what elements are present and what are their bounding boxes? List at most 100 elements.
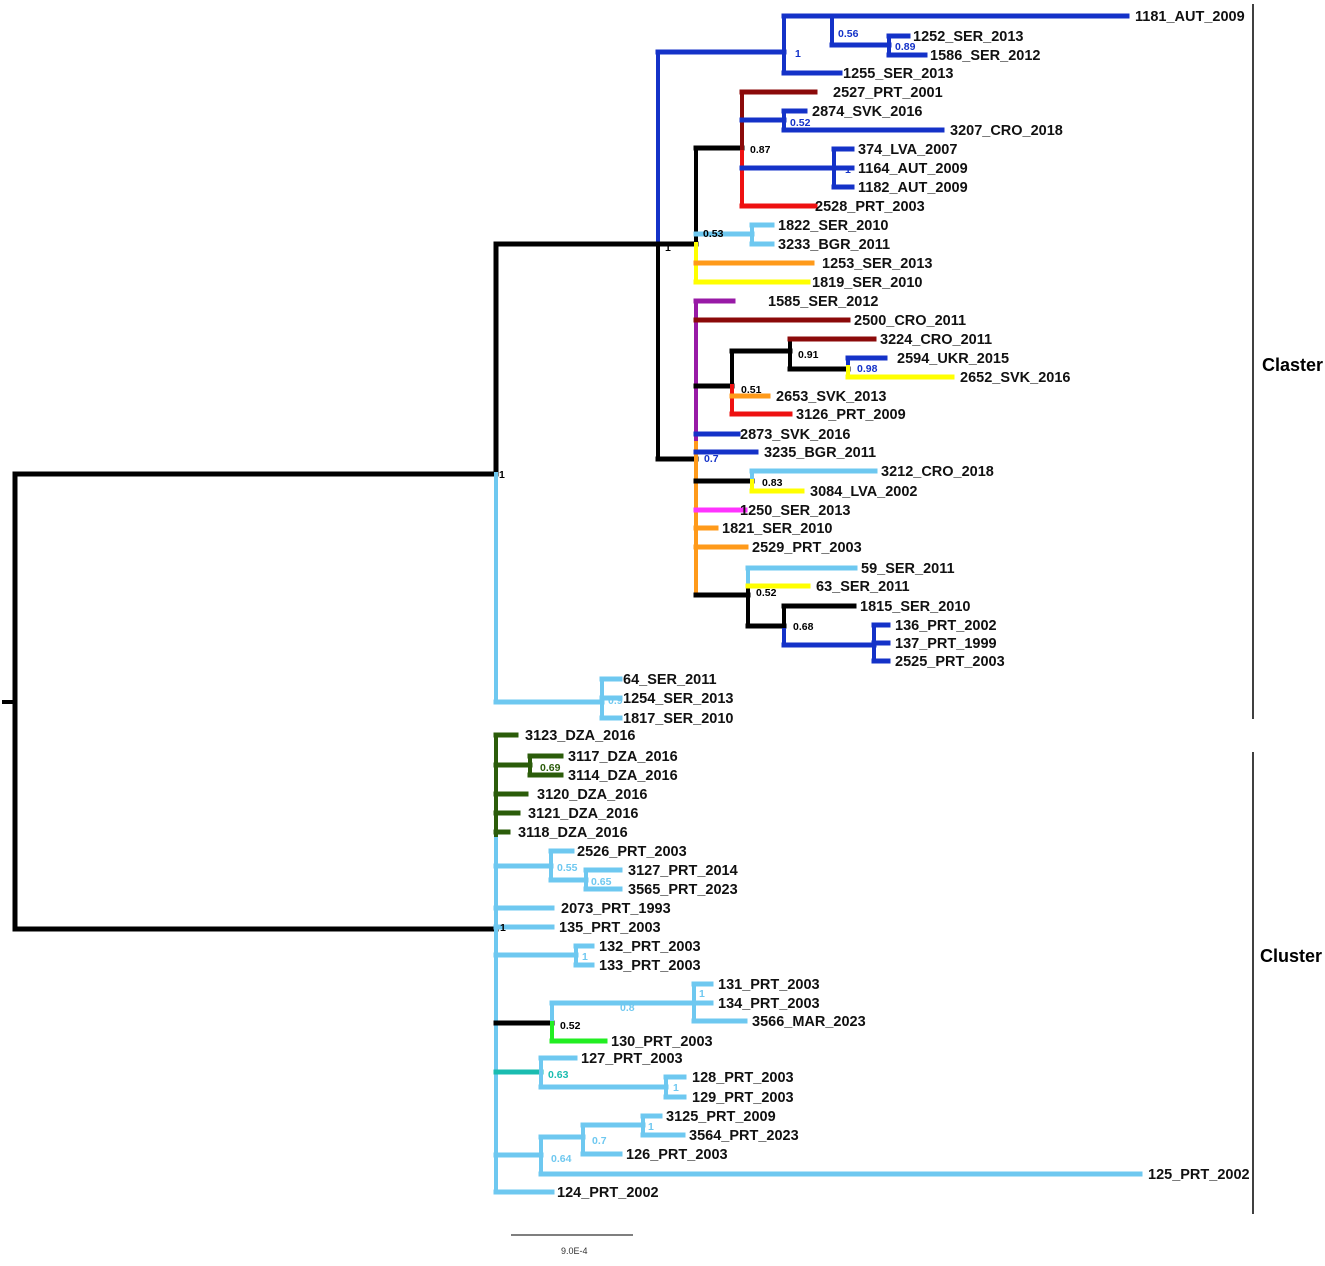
tip-label: 1164_AUT_2009: [858, 161, 968, 177]
tip-label: 2873_SVK_2016: [740, 427, 850, 443]
tip-label: 1250_SER_2013: [740, 503, 850, 519]
tip-label: 3565_PRT_2023: [628, 882, 738, 898]
support-value: 0.52: [790, 117, 811, 129]
tip-label: 3233_BGR_2011: [778, 237, 890, 253]
tip-label: 63_SER_2011: [816, 579, 910, 595]
support-value: 0.8: [620, 1002, 635, 1014]
tip-label: 3084_LVA_2002: [810, 484, 918, 500]
tip-label: 1586_SER_2012: [930, 48, 1040, 64]
tip-label: 3121_DZA_2016: [528, 806, 638, 822]
tip-label: 2528_PRT_2003: [815, 199, 925, 215]
support-value: 0.51: [741, 384, 762, 396]
tip-label: 1254_SER_2013: [623, 691, 733, 707]
tip-label: 3126_PRT_2009: [796, 407, 906, 423]
support-value: 1: [673, 1082, 679, 1094]
tip-label: 1821_SER_2010: [722, 521, 832, 537]
support-value: 0.56: [838, 28, 859, 40]
support-value: 1: [500, 922, 506, 934]
tip-label: 3120_DZA_2016: [537, 787, 647, 803]
tip-label: 3125_PRT_2009: [666, 1109, 776, 1125]
tip-label: 3114_DZA_2016: [568, 768, 678, 784]
tip-label: 3118_DZA_2016: [518, 825, 628, 841]
tip-label: 1182_AUT_2009: [858, 180, 968, 196]
tip-label: 2526_PRT_2003: [577, 844, 687, 860]
tip-label: 2525_PRT_2003: [895, 654, 1005, 670]
support-value: 1: [699, 988, 705, 1000]
tip-label: 1817_SER_2010: [623, 711, 733, 727]
support-value: 0.64: [551, 1153, 572, 1165]
cluster-a-label: Claster A: [1262, 355, 1325, 375]
tip-label: 64_SER_2011: [623, 672, 717, 688]
tip-label: 2500_CRO_2011: [854, 313, 966, 329]
cluster-b-label: Cluster B: [1260, 946, 1325, 966]
support-value: 0.53: [703, 228, 724, 240]
tree-branches: [2, 13, 1143, 1195]
support-value: 1: [582, 951, 588, 963]
support-value: 0.69: [540, 762, 561, 774]
scale-bar-label: 9.0E-4: [561, 1246, 588, 1256]
support-value: 0.65: [591, 876, 612, 888]
tip-label: 3207_CRO_2018: [950, 123, 1063, 139]
tip-label: 2073_PRT_1993: [561, 901, 671, 917]
tip-label: 3127_PRT_2014: [628, 863, 738, 879]
tip-label: 1181_AUT_2009: [1135, 9, 1245, 25]
tip-label: 1585_SER_2012: [768, 294, 878, 310]
tip-label: 3224_CRO_2011: [880, 332, 992, 348]
tip-label: 1815_SER_2010: [860, 599, 970, 615]
tip-label: 125_PRT_2002: [1148, 1167, 1250, 1183]
tip-label: 127_PRT_2003: [581, 1051, 683, 1067]
support-values: 0.5610.890.870.52110.530.910.980.510.70.…: [499, 28, 916, 1165]
tip-label: 126_PRT_2003: [626, 1147, 728, 1163]
support-value: 1: [845, 164, 851, 176]
tip-label: 2652_SVK_2016: [960, 370, 1070, 386]
tip-label: 136_PRT_2002: [895, 618, 997, 634]
tip-label: 2653_SVK_2013: [776, 389, 886, 405]
support-value: 0.63: [548, 1069, 569, 1081]
tip-label: 131_PRT_2003: [718, 977, 820, 993]
support-value: 0.83: [762, 477, 783, 489]
cluster-b-bracket: Cluster B: [1252, 752, 1325, 1214]
support-value: 0.89: [895, 41, 916, 53]
scale-bar: 9.0E-4: [511, 1234, 633, 1256]
tip-label: 124_PRT_2002: [557, 1185, 659, 1201]
support-value: 0.87: [750, 144, 771, 156]
tip-label: 3117_DZA_2016: [568, 749, 678, 765]
support-value: 1: [499, 469, 505, 481]
tip-label: 3566_MAR_2023: [752, 1014, 866, 1030]
support-value: 1: [665, 242, 671, 254]
tip-label: 1255_SER_2013: [843, 66, 953, 82]
support-value: 1: [648, 1121, 654, 1133]
tip-label: 374_LVA_2007: [858, 142, 957, 158]
support-value: 0.91: [798, 349, 819, 361]
tip-label: 3235_BGR_2011: [764, 445, 876, 461]
tip-label: 2874_SVK_2016: [812, 104, 922, 120]
tip-label: 1252_SER_2013: [913, 29, 1023, 45]
tip-label: 2527_PRT_2001: [833, 85, 943, 101]
tip-label: 129_PRT_2003: [692, 1090, 794, 1106]
tip-label: 130_PRT_2003: [611, 1034, 713, 1050]
tip-labels: 64_SER_20111254_SER_20131817_SER_2010125…: [518, 9, 1250, 1201]
support-value: 0.9: [608, 695, 623, 707]
tip-label: 3123_DZA_2016: [525, 728, 635, 744]
tip-label: 3212_CRO_2018: [881, 464, 994, 480]
tip-label: 2594_UKR_2015: [897, 351, 1009, 367]
cluster-a-bracket: Claster A: [1252, 4, 1325, 719]
tip-label: 132_PRT_2003: [599, 939, 701, 955]
support-value: 0.68: [793, 621, 814, 633]
support-value: 0.52: [560, 1020, 581, 1032]
support-value: 0.7: [592, 1135, 607, 1147]
tip-label: 135_PRT_2003: [559, 920, 661, 936]
tip-label: 134_PRT_2003: [718, 996, 820, 1012]
tip-label: 59_SER_2011: [861, 561, 955, 577]
support-value: 0.52: [756, 587, 777, 599]
tip-label: 1819_SER_2010: [812, 275, 922, 291]
support-value: 1: [795, 48, 801, 60]
tip-label: 1253_SER_2013: [822, 256, 932, 272]
tip-label: 137_PRT_1999: [895, 636, 997, 652]
support-value: 0.55: [557, 862, 578, 874]
tip-label: 2529_PRT_2003: [752, 540, 862, 556]
tip-label: 128_PRT_2003: [692, 1070, 794, 1086]
support-value: 0.7: [704, 453, 719, 465]
tip-label: 1822_SER_2010: [778, 218, 888, 234]
